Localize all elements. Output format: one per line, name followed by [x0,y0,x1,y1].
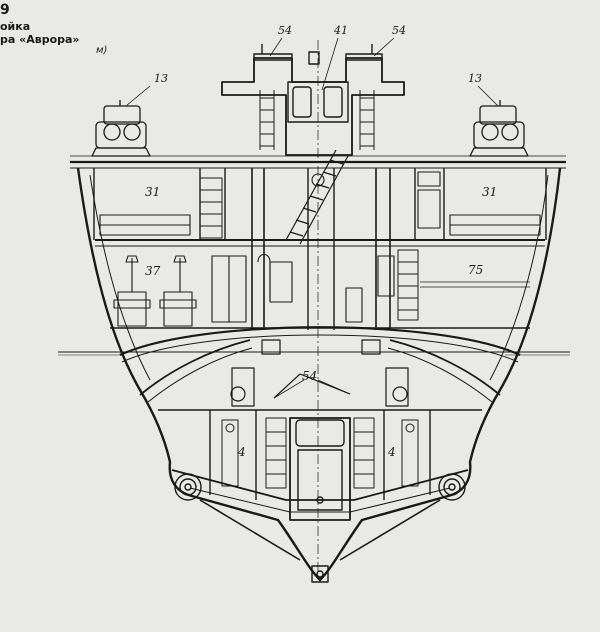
label-bunker-left: 4 [237,445,246,459]
label-cabin-right: 31 [482,185,497,199]
funnel-casing-left [221,57,405,156]
label-bunker-right: 4 [387,445,396,459]
caption-line-1: ойка [0,20,31,33]
callout-mast: 41 [333,24,348,37]
figure-number: 9 [0,2,10,18]
caption-line-2: ра «Аврора» [0,33,80,46]
label-store-room: 75 [468,263,483,277]
gun-left [91,100,151,157]
callout-funnel-right: 54 [392,24,406,37]
caption-unit: м) [96,45,108,56]
callout-gun-right: 13 [468,72,482,85]
label-cabin-left: 31 [145,185,160,199]
label-engine-room: 54 [302,369,317,383]
gun-right [469,100,529,157]
keel [311,565,329,583]
hull-outline [76,167,562,582]
callout-funnel-left: 54 [278,24,292,37]
armored-deck [119,326,521,356]
callout-gun-left: 13 [154,72,168,85]
label-mess-room: 37 [145,264,161,278]
